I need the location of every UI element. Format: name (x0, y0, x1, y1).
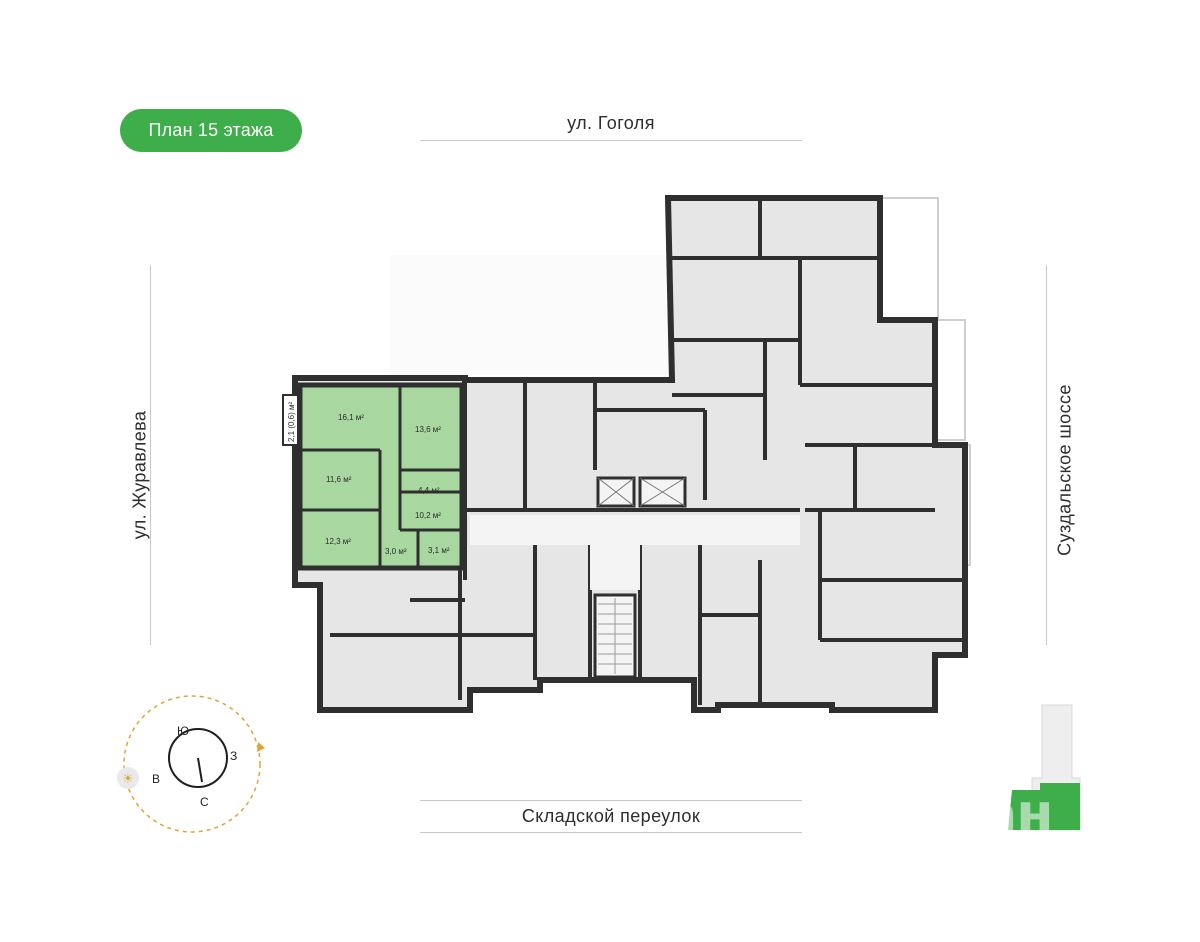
highlighted-apartment[interactable]: 16,1 м² 13,6 м² 11,6 м² 4,4 м² 10,2 м² 1… (282, 382, 465, 571)
interior-walls (330, 198, 965, 705)
street-bottom-label: Складской переулок (521, 806, 701, 826)
room-area-r8: 3,1 м² (428, 546, 450, 555)
room-area-r4: 4,4 м² (418, 486, 440, 495)
floor-badge-label: План 15 этажа (148, 120, 274, 140)
compass-south: Ю (177, 724, 189, 738)
street-top: ул. Гоголя (420, 103, 802, 141)
room-area-r1: 16,1 м² (338, 413, 364, 422)
stairwell (593, 593, 637, 679)
sun-badge (117, 767, 139, 789)
floor-badge: План 15 этажа (120, 109, 302, 152)
sun-icon: ☀ (122, 772, 134, 787)
room-area-r7: 3,0 м² (385, 547, 407, 556)
room-area-r2: 13,6 м² (415, 425, 441, 434)
terrace-top (877, 197, 939, 321)
street-top-line (420, 140, 802, 141)
street-left-line (150, 265, 151, 645)
street-bottom-line-top (420, 800, 802, 801)
elevators (596, 476, 687, 508)
building-outline (292, 195, 968, 713)
site-minimap (1008, 704, 1081, 831)
compass-west: З (230, 749, 237, 763)
room-area-r9: 2,1 (0,6) м² (287, 401, 296, 442)
compass-east: В (152, 772, 160, 786)
street-top-label: ул. Гоголя (567, 113, 655, 133)
sun-path (123, 695, 261, 833)
sun-path-arrow-icon (257, 742, 265, 752)
street-bottom-line-bottom (420, 832, 802, 833)
terrace-right (934, 319, 966, 441)
street-bottom: Складской переулок (420, 800, 802, 833)
compass: ☀ Ю З В С (117, 695, 265, 833)
room-area-r6: 12,3 м² (325, 537, 351, 546)
street-right-line (1046, 265, 1047, 645)
compass-dial (168, 728, 228, 788)
corridor (470, 515, 800, 590)
cian-watermark: циан (905, 782, 1054, 845)
compass-needle (197, 757, 203, 783)
compass-north: С (200, 795, 209, 809)
room-area-r5: 10,2 м² (415, 511, 441, 520)
room-area-r3: 11,6 м² (326, 475, 352, 484)
courtyard (390, 255, 670, 375)
